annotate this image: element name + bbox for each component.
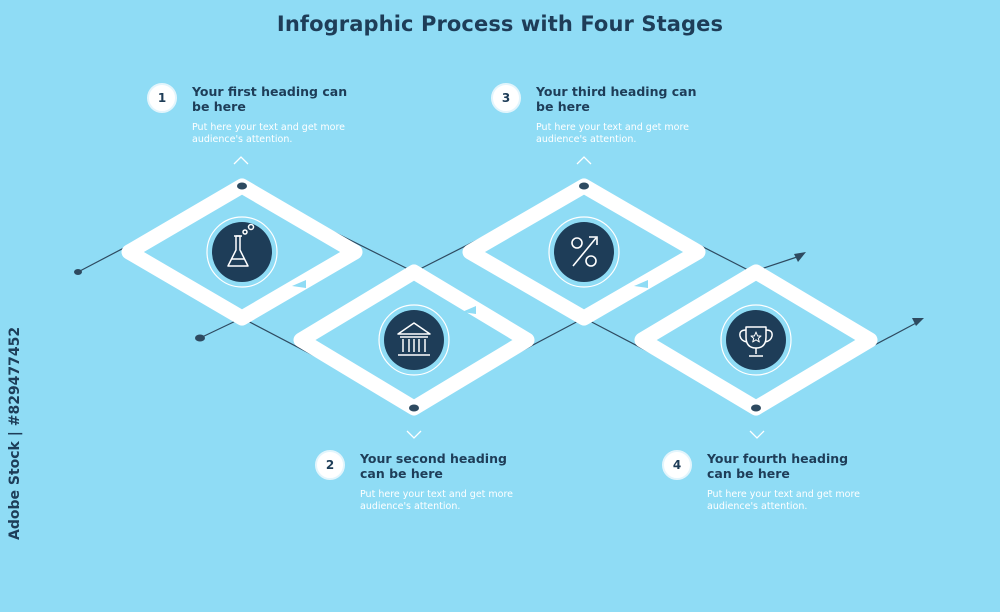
- chevrons: [233, 156, 765, 439]
- diamond-accents: [292, 280, 648, 314]
- stage-description: Put here your text and get more audience…: [707, 489, 861, 512]
- trophy-icon: [739, 326, 773, 357]
- bank-icon: [397, 322, 431, 356]
- diamond-3: [462, 178, 706, 326]
- stage-2-text: Your second heading can be here Put here…: [360, 451, 580, 513]
- flask-icon: [227, 223, 255, 267]
- diamond-1: [121, 178, 363, 326]
- step-number-4: 4: [662, 450, 692, 480]
- page-title: Infographic Process with Four Stages: [276, 12, 724, 36]
- stage-heading: Your first heading can be here: [192, 84, 348, 114]
- anchor-dots: [237, 182, 761, 412]
- stage-1-text: Your first heading can be here Put here …: [192, 84, 412, 146]
- stage-heading: Your second heading can be here: [360, 451, 507, 481]
- step-number-3: 3: [491, 83, 521, 113]
- chevron-up-icon: [576, 156, 592, 165]
- stage-4-text: Your fourth heading can be here Put here…: [707, 451, 927, 513]
- stage-heading: Your third heading can be here: [536, 84, 697, 114]
- arrow-head-2: [912, 318, 924, 326]
- stage-description: Put here your text and get more audience…: [536, 122, 690, 145]
- chevron-down-icon: [749, 430, 765, 439]
- stage-3-text: Your third heading can be here Put here …: [536, 84, 756, 146]
- step-number-1: 1: [147, 83, 177, 113]
- stock-side-text: Adobe Stock | #829477452: [7, 326, 23, 540]
- step-number-2: 2: [315, 450, 345, 480]
- chevron-up-icon: [233, 156, 249, 165]
- connector-ends: [74, 252, 924, 342]
- stage-description: Put here your text and get more audience…: [360, 489, 514, 512]
- stage-heading: Your fourth heading can be here: [707, 451, 849, 481]
- percent-icon: [571, 236, 598, 267]
- arrow-head-1: [794, 252, 806, 262]
- chevron-down-icon: [406, 430, 422, 439]
- stage-description: Put here your text and get more audience…: [192, 122, 346, 145]
